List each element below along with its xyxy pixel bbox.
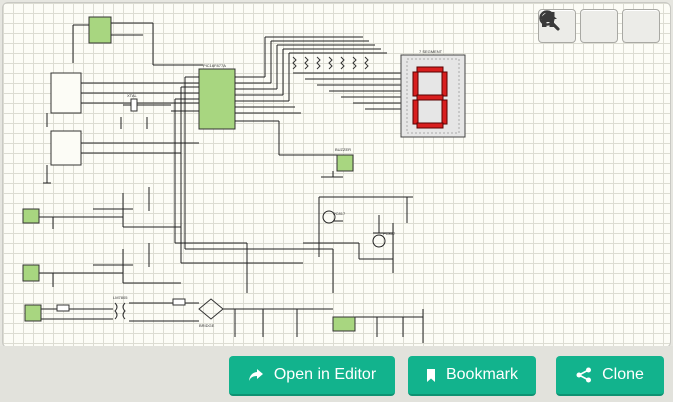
label-opto1: PC817	[333, 211, 346, 216]
share-nodes-icon	[576, 367, 592, 383]
label-opto2: PC817	[383, 231, 396, 236]
label-buzzer: BUZZER	[335, 147, 351, 152]
clone-label: Clone	[602, 366, 644, 383]
action-bar: Open in Editor Bookmark Clone	[0, 346, 673, 402]
clone-button[interactable]: Clone	[556, 356, 664, 396]
label-display: 7 SEGMENT	[419, 49, 443, 54]
bookmark-icon	[426, 368, 435, 382]
open-in-editor-button[interactable]: Open in Editor	[229, 356, 395, 396]
label-bridge: BRIDGE	[199, 323, 215, 328]
zoom-out-button[interactable]	[539, 9, 660, 43]
zoom-toolbar	[538, 9, 660, 43]
open-in-editor-label: Open in Editor	[273, 366, 377, 383]
label-ic-main: PIC16F877A	[203, 63, 226, 68]
schematic-canvas: PIC16F877A 7 SEGMENT XTAL LM7805 BRIDGE …	[22, 16, 466, 343]
label-crystal: XTAL	[127, 93, 137, 98]
zoom-in-button[interactable]	[539, 9, 618, 43]
share-arrow-icon	[248, 369, 263, 381]
label-regulator: LM7805	[113, 295, 128, 300]
schematic-viewer[interactable]: PIC16F877A 7 SEGMENT XTAL LM7805 BRIDGE …	[2, 2, 671, 348]
zoom-out-icon	[539, 10, 560, 31]
bookmark-label: Bookmark	[445, 366, 519, 383]
bookmark-button[interactable]: Bookmark	[408, 356, 536, 396]
